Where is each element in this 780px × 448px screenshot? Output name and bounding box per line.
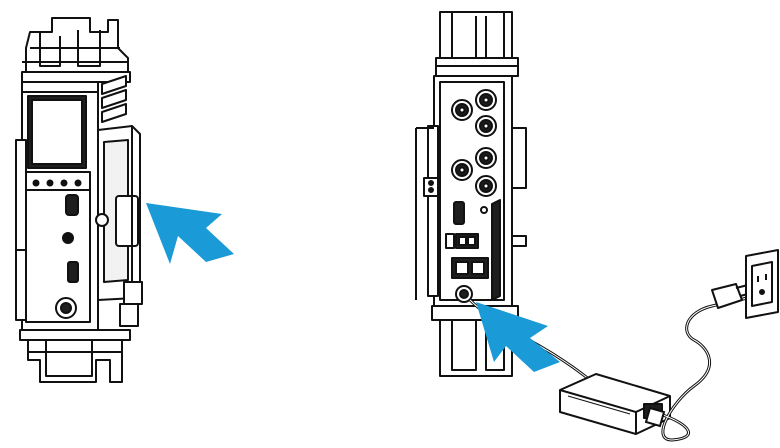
bnc-connectors <box>451 89 497 197</box>
usb-ports <box>445 233 479 249</box>
battery-plate <box>95 125 143 327</box>
insertion-arrow-left <box>146 203 234 264</box>
control-panel <box>25 171 91 323</box>
hdmi-port <box>453 201 465 225</box>
wall-outlet <box>745 249 779 319</box>
dc-input <box>455 285 473 303</box>
insertion-arrow-right <box>476 302 560 372</box>
top-handle-right <box>435 11 519 77</box>
power-cable <box>659 294 753 442</box>
left-device <box>15 17 143 383</box>
bottom-handle <box>19 329 131 383</box>
ethernet-port <box>451 257 489 279</box>
top-handle <box>21 17 131 83</box>
plug-adapter-end <box>644 406 666 428</box>
